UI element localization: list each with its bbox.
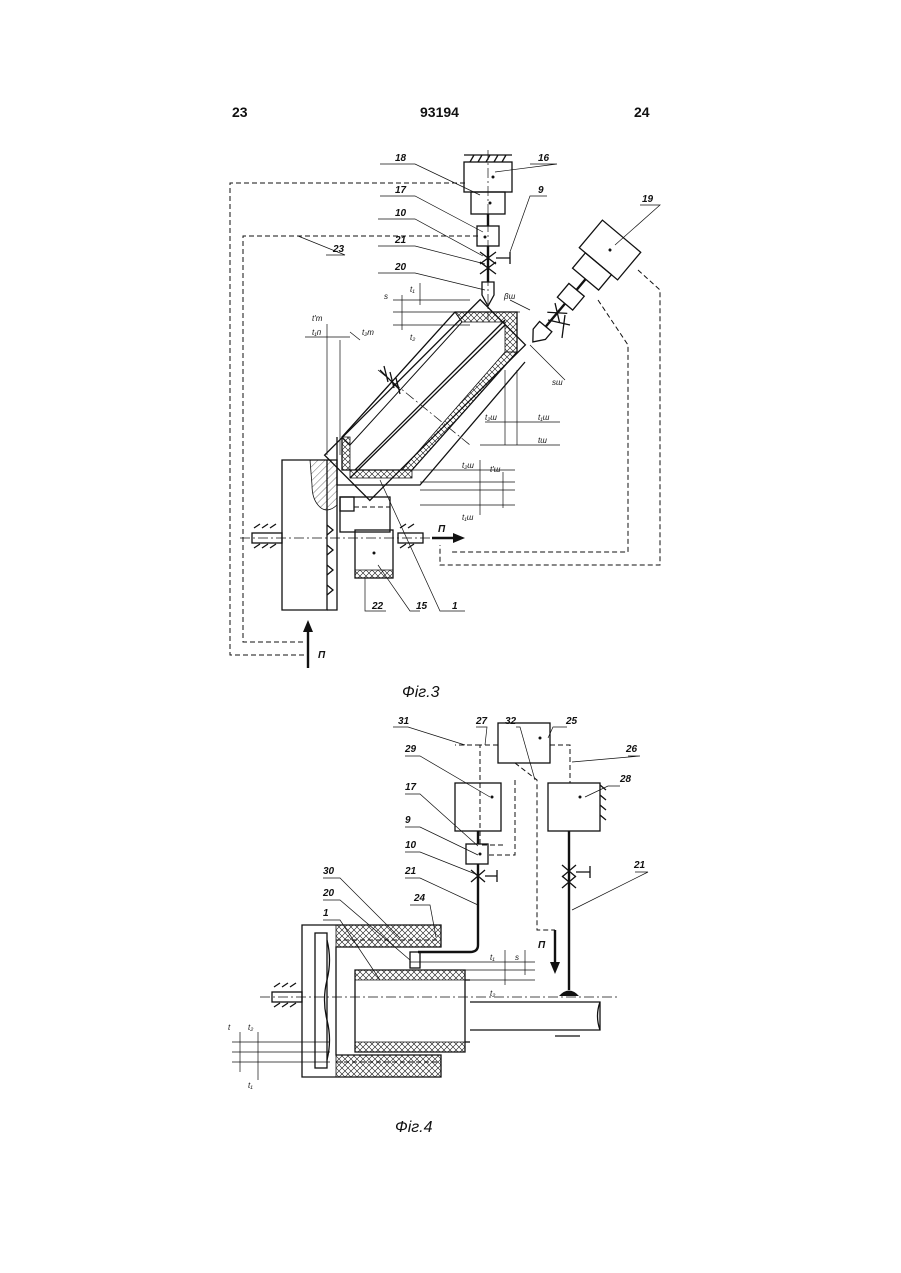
fig3-label-23: 23 bbox=[332, 244, 345, 255]
fig4-label-t2-left: t₂ bbox=[248, 1023, 253, 1032]
fig4-label-26: 26 bbox=[625, 744, 638, 755]
figure-3-labels: 18 16 17 9 19 10 23 21 20 s t₁ t₂ βш t'т… bbox=[312, 153, 654, 661]
fig3-label-ssh: sш bbox=[552, 378, 563, 387]
fig3-label-10: 10 bbox=[395, 208, 407, 219]
fig4-label-31: 31 bbox=[398, 716, 410, 727]
fig3-label-P-bottom: П bbox=[318, 650, 326, 661]
figure-4-labels: 31 27 32 25 26 29 28 17 9 10 21 21 30 20… bbox=[228, 716, 646, 1090]
fig3-label-t2t: t₂т bbox=[362, 328, 374, 337]
figure-4-caption: Фіг.4 bbox=[395, 1119, 433, 1137]
fig4-label-21-right: 21 bbox=[633, 860, 646, 871]
fig3-label-t1sh: t₁ш bbox=[538, 413, 550, 422]
figure-3-caption: Фіг.3 bbox=[402, 684, 440, 702]
fig3-label-P-right: П bbox=[438, 524, 446, 535]
fig3-label-21: 21 bbox=[394, 235, 407, 246]
fig4-label-20: 20 bbox=[322, 888, 335, 899]
fig4-label-9: 9 bbox=[405, 815, 411, 826]
fig4-label-30: 30 bbox=[323, 866, 335, 877]
fig4-label-29: 29 bbox=[404, 744, 417, 755]
fig4-label-24: 24 bbox=[413, 893, 426, 904]
fig4-label-t1: t₁ bbox=[490, 953, 495, 962]
fig3-label-t1: t₁ bbox=[410, 285, 415, 294]
fig3-label-tpsh: t'ш bbox=[490, 465, 501, 474]
fig3-label-s: s bbox=[384, 292, 388, 301]
fig4-label-t2: t₂ bbox=[490, 989, 495, 998]
fig4-label-t1-left: t₁ bbox=[248, 1081, 253, 1090]
fig3-label-22: 22 bbox=[371, 601, 384, 612]
fig3-label-18: 18 bbox=[395, 153, 407, 164]
fig4-label-27: 27 bbox=[475, 716, 488, 727]
fig4-label-21-left: 21 bbox=[404, 866, 417, 877]
fig4-label-10: 10 bbox=[405, 840, 417, 851]
fig3-label-t2: t₂ bbox=[410, 333, 415, 342]
fig4-label-P: П bbox=[538, 940, 546, 951]
fig3-label-t1p: t₁п bbox=[312, 328, 322, 337]
fig3-label-t1sh-b: t₁ш bbox=[462, 513, 474, 522]
fig4-label-s: s bbox=[515, 953, 519, 962]
fig3-label-1: 1 bbox=[452, 601, 458, 612]
fig3-label-t2sh: t₂ш bbox=[485, 413, 497, 422]
fig3-label-9: 9 bbox=[538, 185, 544, 196]
figure-4-drawing bbox=[232, 723, 648, 1080]
fig4-label-28: 28 bbox=[619, 774, 632, 785]
fig3-label-20: 20 bbox=[394, 262, 407, 273]
fig3-label-t2sh-b: t₂ш bbox=[462, 461, 474, 470]
fig4-label-25: 25 bbox=[565, 716, 578, 727]
fig3-label-t1t: t'т bbox=[312, 314, 323, 323]
fig4-label-17: 17 bbox=[405, 782, 417, 793]
fig3-label-16: 16 bbox=[538, 153, 550, 164]
fig4-label-t: t bbox=[228, 1023, 231, 1032]
fig4-label-32: 32 bbox=[505, 716, 517, 727]
fig3-label-beta: βш bbox=[503, 292, 516, 301]
fig3-label-tsh: tш bbox=[538, 436, 547, 445]
figure-3-drawing bbox=[230, 150, 660, 668]
fig3-label-17: 17 bbox=[395, 185, 407, 196]
fig3-label-15: 15 bbox=[416, 601, 428, 612]
fig4-label-1: 1 bbox=[323, 908, 329, 919]
fig3-label-19: 19 bbox=[642, 194, 654, 205]
